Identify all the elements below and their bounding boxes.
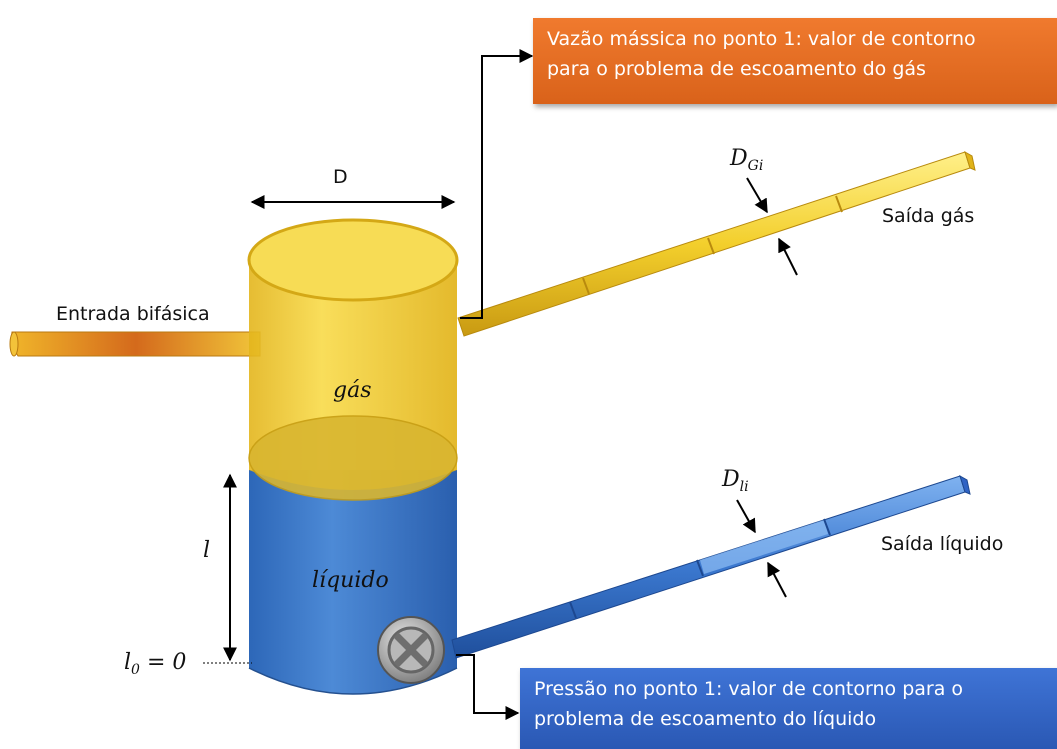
liquid-callout-connector: [456, 654, 520, 720]
diameter-label: D: [333, 166, 348, 188]
liquid-diam-arrow-top: [736, 499, 756, 534]
gas-callout-line1: Vazão mássica no ponto 1: valor de conto…: [547, 28, 976, 50]
liquid-diam-arrow-bottom: [767, 561, 787, 598]
gas-diam-arrow-bottom: [778, 237, 798, 276]
level-zero-sub: 0: [131, 662, 140, 678]
liquid-pipe-diam-base: D: [722, 467, 740, 492]
gas-callout-connector: [460, 49, 534, 319]
gas-outlet-pipe: [457, 150, 976, 337]
liquid-phase-label: líquido: [312, 568, 389, 593]
liquid-callout-line1: Pressão no ponto 1: valor de contorno pa…: [534, 678, 964, 700]
level-label: l: [203, 538, 211, 563]
gas-phase-label: gás: [333, 378, 372, 403]
gas-outlet-label: Saída gás: [882, 205, 975, 227]
level-zero-label: l0 = 0: [124, 650, 186, 678]
liquid-callout-line2: problema de escoamento do líquido: [534, 708, 877, 730]
gas-pipe-diam-base: D: [730, 146, 748, 171]
valve-icon: [377, 616, 445, 684]
level-zero-base: l: [124, 650, 132, 675]
liquid-boundary-callout: Pressão no ponto 1: valor de contorno pa…: [520, 668, 1057, 749]
liquid-pipe-diameter-label: Dli: [722, 467, 749, 495]
level-zero-rest: = 0: [139, 650, 187, 675]
vessel-top: [247, 218, 459, 302]
inlet-pipe: [9, 331, 261, 357]
gas-diam-arrow-top: [746, 177, 768, 214]
gas-boundary-callout: Vazão mássica no ponto 1: valor de conto…: [533, 18, 1057, 104]
gas-pipe-diam-sub: Gi: [747, 158, 764, 174]
liquid-surface: [248, 415, 458, 501]
liquid-outlet-pipe: [451, 474, 971, 659]
inlet-label: Entrada bifásica: [56, 303, 210, 325]
gas-pipe-diameter-label: DGi: [730, 146, 763, 174]
gas-callout-line2: para o problema de escoamento do gás: [547, 58, 926, 80]
liquid-pipe-diam-sub: li: [739, 479, 749, 495]
liquid-outlet-label: Saída líquido: [881, 533, 1004, 555]
